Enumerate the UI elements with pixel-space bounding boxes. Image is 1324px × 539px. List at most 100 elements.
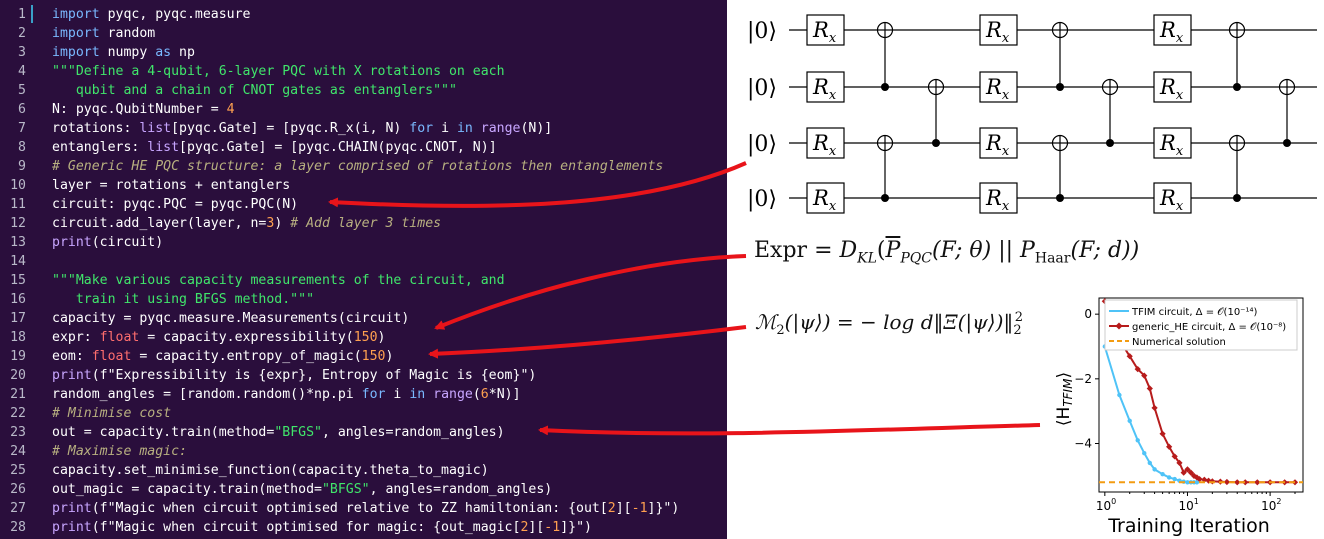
code-line[interactable]: 15 """Make various capacity measurements … (0, 271, 727, 290)
code-line[interactable]: 9# Generic HE PQC structure: a layer com… (0, 157, 727, 176)
arrow-expr-to-expressibility (434, 254, 747, 330)
line-number: 1 (18, 7, 26, 22)
code-token: ( (472, 387, 481, 402)
line-number: 13 (10, 235, 26, 250)
legend-label: generic_HE circuit, Δ = 𝒪(10⁻⁸) (1132, 322, 1286, 333)
cnot-gate (876, 134, 894, 202)
series-point (1147, 460, 1152, 466)
cnot-gate (1101, 78, 1119, 147)
ket-zero-label: |0⟩ (747, 76, 777, 101)
code-line[interactable]: 14 (0, 252, 727, 271)
x-tick-label: 101 (1178, 497, 1198, 513)
series-point (1126, 353, 1133, 360)
line-number: 6 (18, 102, 26, 117)
code-text: """Make various capacity measurements of… (52, 271, 505, 290)
code-line[interactable]: 22# Minimise cost (0, 404, 727, 423)
series-point (1166, 443, 1173, 450)
plot-legend: TFIM circuit, Δ = 𝒪(10⁻¹⁴) generic_HE cir… (1104, 299, 1298, 351)
code-token: 2 (520, 520, 529, 535)
arrow-circuit-to-pqc (328, 161, 747, 208)
code-token: rotations: (52, 121, 140, 136)
code-token: "BFGS" (321, 482, 370, 497)
code-text: qubit and a chain of CNOT gates as entan… (52, 81, 457, 100)
code-text: N: pyqc.QubitNumber = 4 (52, 100, 235, 119)
code-token: , angles=random_angles) (321, 425, 505, 440)
code-token: (f"Magic when circuit optimised relative… (91, 501, 608, 516)
line-number: 14 (10, 254, 26, 269)
code-text: eom: float = capacity.entropy_of_magic(1… (52, 347, 393, 366)
code-token: numpy (107, 45, 156, 60)
code-token: # Add layer 3 times (290, 216, 442, 231)
code-token: print (52, 368, 92, 383)
code-line[interactable]: 13 print(circuit) (0, 233, 727, 252)
code-token: , angles=random_angles) (369, 482, 553, 497)
code-token: ][ (528, 520, 545, 535)
line-number: 5 (18, 83, 26, 98)
code-line[interactable]: 6 N: pyqc.QubitNumber = 4 (0, 100, 727, 119)
x-axis-label: Training Iteration (1107, 515, 1270, 537)
series-point (1172, 476, 1177, 482)
active-line-indicator (31, 5, 33, 23)
code-token: out = capacity.train(method= (52, 425, 275, 440)
line-number: 11 (10, 197, 26, 212)
code-token: range (433, 387, 473, 402)
y-tick-label: 0 (1084, 307, 1092, 321)
code-token: [pyqc.Gate] = [pyqc.R_x(i, N) (171, 121, 410, 136)
line-number: 28 (10, 520, 26, 535)
code-token: [pyqc.Gate] = [pyqc.CHAIN(pyqc.CNOT, N)] (179, 140, 497, 155)
svg-text:Rx: Rx (985, 186, 1010, 214)
code-text: out_magic = capacity.train(method="BFGS"… (52, 480, 552, 499)
series-point (1142, 451, 1147, 456)
code-token: np (179, 45, 195, 60)
code-line[interactable]: 27 print(f"Magic when circuit optimised r… (0, 499, 727, 518)
code-token: ]}") (560, 520, 592, 535)
code-token: for (361, 387, 394, 402)
line-number: 3 (18, 45, 26, 60)
line-number: 27 (10, 501, 26, 516)
code-token: 3 (266, 216, 275, 231)
code-text: # Maximise magic: (52, 442, 187, 461)
code-line[interactable]: 5 qubit and a chain of CNOT gates as ent… (0, 81, 727, 100)
cnot-gate (927, 78, 945, 147)
line-number: 18 (10, 330, 26, 345)
code-token: import (52, 7, 108, 22)
code-token: (N)] (520, 121, 553, 136)
code-text: print(circuit) (52, 233, 163, 252)
line-number: 25 (10, 463, 26, 478)
rx-gate: Rx (1153, 127, 1192, 159)
code-token: print (52, 501, 92, 516)
code-token: expr: (52, 330, 100, 345)
code-token: = capacity.entropy_of_magic( (131, 349, 362, 364)
series-point (1117, 392, 1122, 398)
code-token: ) (385, 349, 394, 364)
legend-label: Numerical solution (1132, 337, 1226, 348)
code-token: float (91, 349, 132, 364)
code-line[interactable]: 4"""Define a 4-qubit, 6-layer PQC with X… (0, 62, 727, 81)
legend-label: TFIM circuit, Δ = 𝒪(10⁻¹⁴) (1131, 307, 1257, 318)
svg-text:Rx: Rx (812, 131, 837, 159)
svg-text:Rx: Rx (985, 75, 1010, 103)
code-line[interactable]: 16 train it using BFGS method.""" (0, 290, 727, 309)
code-token: -1 (631, 501, 648, 516)
code-token: """Make various capacity measurements of… (52, 273, 505, 288)
code-line[interactable]: 24# Maximise magic: (0, 442, 727, 461)
line-number: 15 (10, 273, 26, 288)
